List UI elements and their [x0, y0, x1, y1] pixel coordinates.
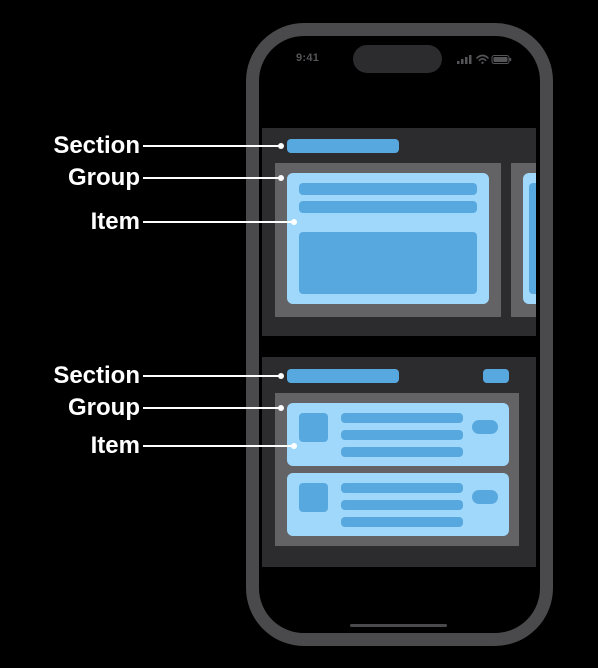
section-horizontal	[262, 128, 536, 336]
item-text-line	[299, 201, 477, 213]
label-section-2: Section	[53, 362, 140, 389]
phone-screen	[262, 39, 536, 636]
group-list	[275, 393, 519, 546]
list-item[interactable]	[287, 403, 509, 466]
item-text-line	[299, 183, 477, 195]
leader-line-item-2	[143, 445, 295, 447]
leader-line-group-1	[143, 177, 282, 179]
section-header-placeholder	[287, 139, 399, 153]
leader-line-item-1	[143, 221, 295, 223]
cellular-signal-icon	[457, 55, 472, 64]
label-item-2: Item	[90, 432, 140, 459]
item-text-line	[341, 430, 463, 440]
item-card-next[interactable]	[523, 173, 536, 304]
item-accessory-pill[interactable]	[472, 420, 498, 434]
leader-line-section-2	[143, 375, 282, 377]
list-item[interactable]	[287, 473, 509, 536]
label-item-1: Item	[90, 208, 140, 235]
leader-dot-item-1	[291, 219, 297, 225]
leader-dot-group-2	[278, 405, 284, 411]
battery-icon	[491, 55, 512, 64]
item-image-placeholder	[529, 183, 536, 294]
section-vertical	[262, 357, 536, 567]
leader-dot-item-2	[291, 443, 297, 449]
item-accessory-pill[interactable]	[472, 490, 498, 504]
item-card[interactable]	[287, 173, 489, 304]
leader-dot-section-2	[278, 373, 284, 379]
leader-line-section-1	[143, 145, 282, 147]
dynamic-island	[353, 45, 442, 73]
section-accessory-placeholder[interactable]	[483, 369, 509, 383]
leader-dot-section-1	[278, 143, 284, 149]
leader-dot-group-1	[278, 175, 284, 181]
wifi-icon	[476, 54, 489, 64]
item-text-line	[341, 413, 463, 423]
item-text-line	[341, 447, 463, 457]
group-card-next	[511, 163, 536, 317]
item-image-placeholder	[299, 232, 477, 294]
leader-line-group-2	[143, 407, 282, 409]
label-section-1: Section	[53, 132, 140, 159]
item-thumbnail-placeholder	[299, 483, 328, 512]
item-thumbnail-placeholder	[299, 413, 328, 442]
item-text-line	[341, 517, 463, 527]
label-group-2: Group	[68, 394, 140, 421]
label-group-1: Group	[68, 164, 140, 191]
status-time: 9:41	[296, 52, 320, 64]
item-text-line	[341, 483, 463, 493]
group-card	[275, 163, 501, 317]
item-text-line	[341, 500, 463, 510]
home-indicator	[350, 624, 447, 627]
status-icons	[457, 54, 512, 64]
section-header-placeholder	[287, 369, 399, 383]
